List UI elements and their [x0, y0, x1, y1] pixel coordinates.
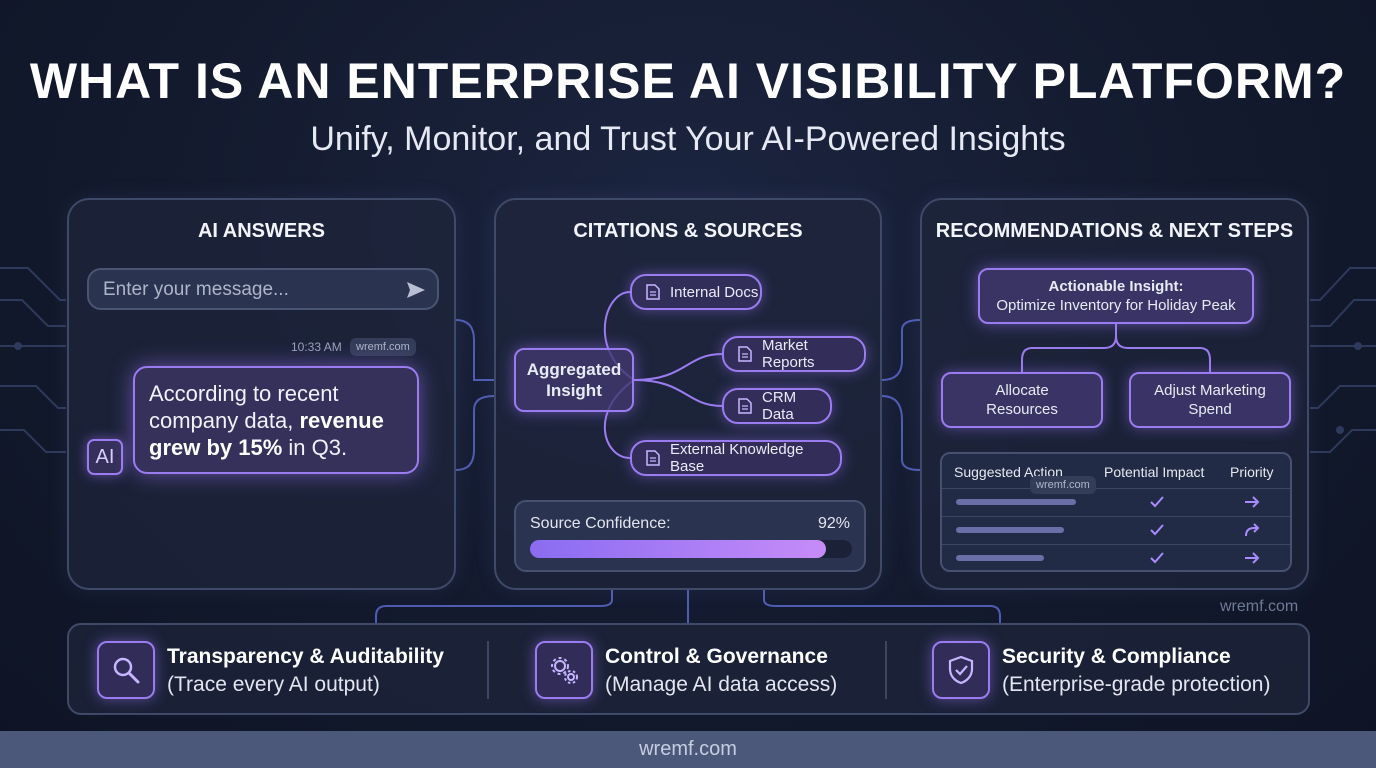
- confidence-bar-track: [530, 540, 852, 558]
- insight-label: Actionable Insight:: [1048, 278, 1184, 295]
- source-internal-docs[interactable]: Internal Docs: [630, 274, 762, 310]
- source-confidence-box: Source Confidence: 92%: [514, 500, 866, 572]
- feature-subtitle: (Manage AI data access): [605, 673, 838, 696]
- source-external-knowledge-base[interactable]: External Knowledge Base: [630, 440, 842, 476]
- divider: [885, 641, 887, 699]
- arrow-right-icon: [1245, 496, 1260, 508]
- divider: [487, 641, 489, 699]
- gears-icon: [535, 641, 593, 699]
- source-label: CRM Data: [762, 389, 797, 423]
- table-divider: [942, 516, 1290, 517]
- page-subtitle: Unify, Monitor, and Trust Your AI-Powere…: [310, 120, 1066, 158]
- actionable-insight-node: Actionable Insight: Optimize Inventory f…: [978, 268, 1254, 324]
- ai-message-bubble: According to recent company data, revenu…: [133, 366, 419, 474]
- arrow-up-right-icon: [1245, 523, 1260, 537]
- message-highlight: revenue grew by 15%: [149, 408, 384, 460]
- suggested-actions-table: Suggested Action Potential Impact Priori…: [940, 452, 1292, 572]
- table-divider: [942, 544, 1290, 545]
- check-icon: [1150, 552, 1164, 564]
- footer-watermark: wremf.com: [0, 731, 1376, 768]
- features-bar: Transparency & Auditability (Trace every…: [67, 623, 1310, 715]
- action-allocate-resources[interactable]: Allocate Resources: [941, 372, 1103, 428]
- send-icon[interactable]: [405, 279, 427, 301]
- table-row-bar: [956, 527, 1064, 533]
- source-crm-data[interactable]: CRM Data: [722, 388, 832, 424]
- feature-title: Transparency & Auditability: [167, 645, 444, 668]
- document-icon: [738, 398, 752, 414]
- feature-subtitle: (Trace every AI output): [167, 673, 380, 696]
- aggregated-insight-node: Aggregated Insight: [514, 348, 634, 412]
- ai-answers-panel: AI ANSWERS 10:33 AM wremf.com According …: [67, 198, 456, 590]
- source-label: Internal Docs: [670, 283, 759, 301]
- message-input-box[interactable]: [87, 268, 439, 310]
- citations-panel: CITATIONS & SOURCES Aggregated Insight I…: [494, 198, 882, 590]
- recommendations-panel: RECOMMENDATIONS & NEXT STEPS Actionable …: [920, 198, 1309, 590]
- table-row-bar: [956, 499, 1076, 505]
- feature-title: Security & Compliance: [1002, 645, 1231, 668]
- document-icon: [738, 346, 752, 362]
- document-icon: [646, 284, 660, 300]
- magnifier-icon: [97, 641, 155, 699]
- feature-title: Control & Governance: [605, 645, 828, 668]
- page-title: WHAT IS AN ENTERPRISE AI VISIBILITY PLAT…: [29, 53, 1347, 109]
- check-icon: [1150, 524, 1164, 536]
- message-text: According to recent company data,: [149, 381, 339, 433]
- message-input[interactable]: [103, 276, 393, 304]
- check-icon: [1150, 496, 1164, 508]
- shield-check-icon: [932, 641, 990, 699]
- citations-title: CITATIONS & SOURCES: [573, 220, 803, 242]
- table-divider: [942, 488, 1290, 489]
- message-timestamp: 10:33 AM: [291, 340, 342, 354]
- source-label: External Knowledge Base: [670, 441, 804, 475]
- confidence-bar-fill: [530, 540, 827, 558]
- feature-subtitle: (Enterprise-grade protection): [1002, 673, 1271, 696]
- confidence-value: 92%: [817, 515, 850, 532]
- watermark-badge: wremf.com: [1030, 476, 1096, 494]
- insight-text: Optimize Inventory for Holiday Peak: [996, 297, 1236, 314]
- watermark-text: wremf.com: [1220, 598, 1299, 615]
- recommendations-title: RECOMMENDATIONS & NEXT STEPS: [935, 220, 1294, 242]
- table-header: Potential Impact: [1104, 464, 1205, 480]
- recommendation-connectors: [1021, 324, 1211, 372]
- message-text-end: in Q3.: [282, 435, 348, 460]
- action-adjust-marketing-spend[interactable]: Adjust Marketing Spend: [1129, 372, 1291, 428]
- table-row-bar: [956, 555, 1044, 561]
- arrow-right-icon: [1245, 552, 1260, 564]
- source-market-reports[interactable]: Market Reports: [722, 336, 866, 372]
- document-icon: [646, 450, 660, 466]
- table-header: Priority: [1230, 464, 1274, 480]
- ai-answers-title: AI ANSWERS: [197, 220, 326, 242]
- confidence-label: Source Confidence:: [530, 515, 671, 532]
- ai-avatar-badge: AI: [87, 439, 123, 475]
- source-label: Market Reports: [762, 337, 815, 371]
- watermark-badge: wremf.com: [350, 338, 416, 356]
